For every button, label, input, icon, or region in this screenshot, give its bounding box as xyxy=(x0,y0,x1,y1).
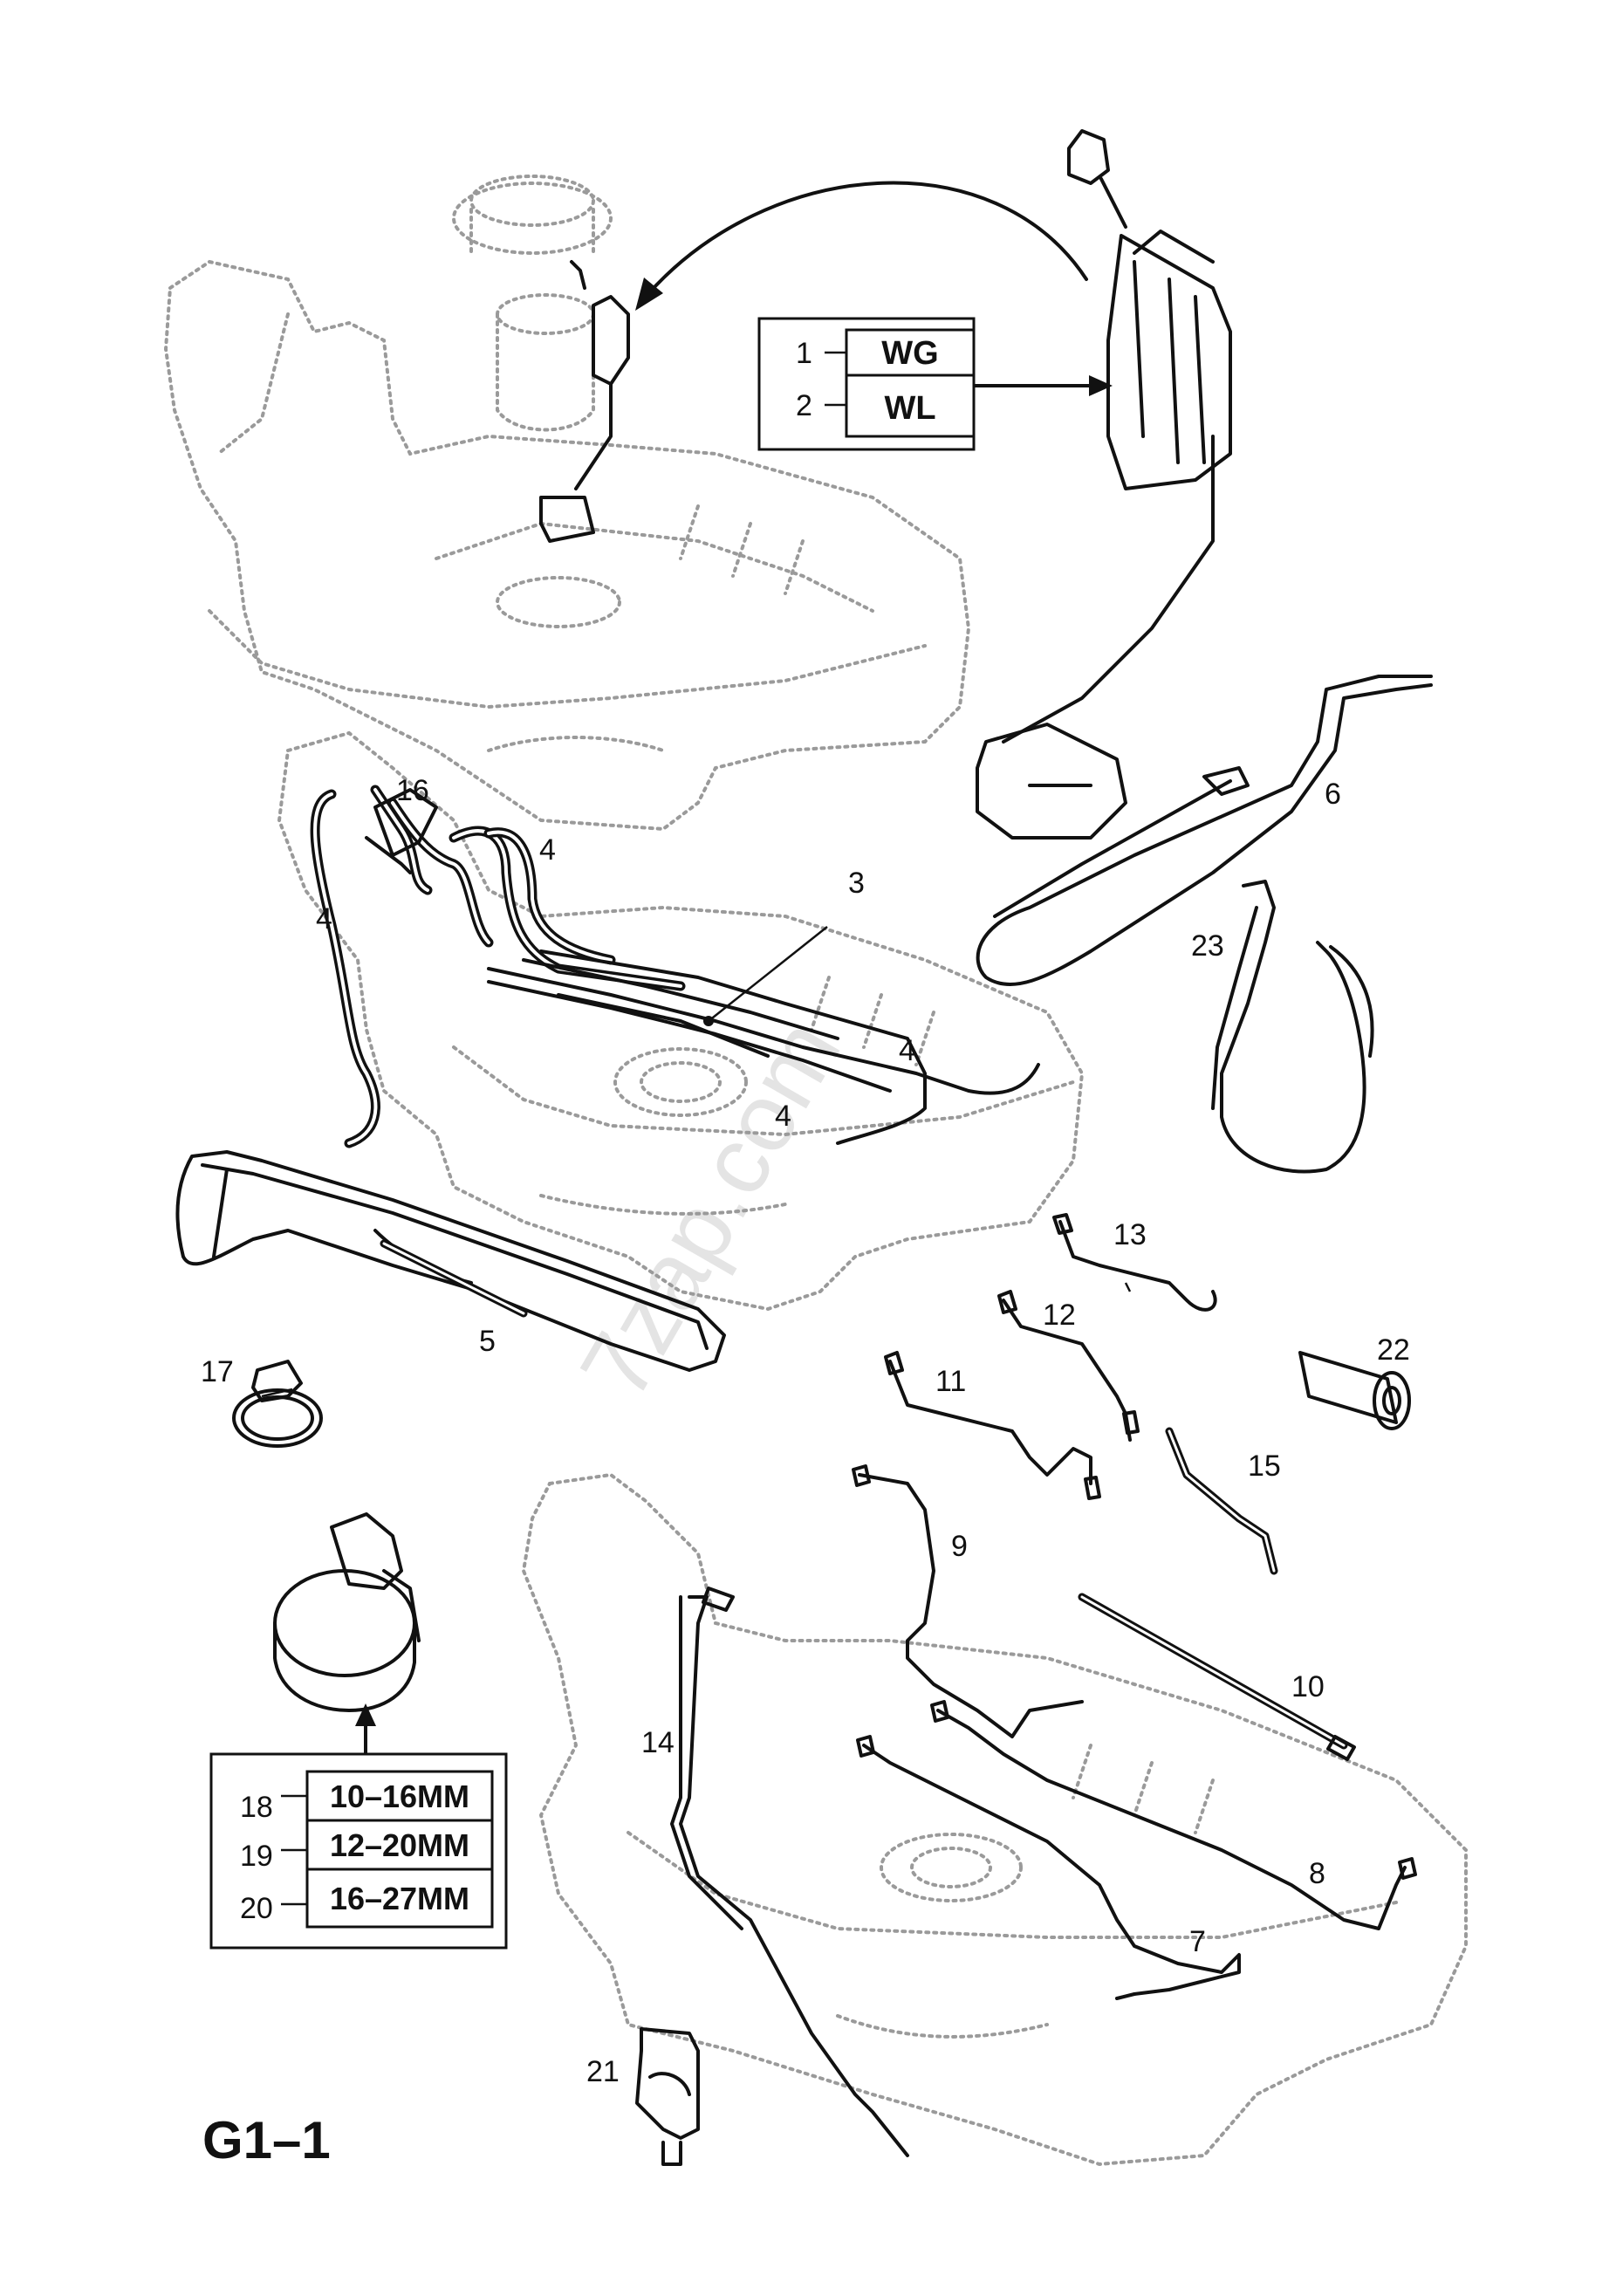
part-17-clamp xyxy=(232,1360,323,1448)
callout-3: 3 xyxy=(848,867,865,900)
part-22-sleeve xyxy=(1298,1351,1411,1430)
part-6-pipe xyxy=(976,675,1433,986)
part-11-pipe xyxy=(884,1351,1101,1500)
table-arrow xyxy=(972,375,1113,396)
upper-fuel-tank-outline xyxy=(163,175,971,832)
clamp-table-arrow xyxy=(355,1703,376,1756)
callout-4d: 4 xyxy=(775,1100,791,1133)
callout-5: 5 xyxy=(479,1325,496,1358)
sender-code-wl: WL xyxy=(884,390,935,427)
part-4-hoses xyxy=(310,785,686,1148)
callout-22: 22 xyxy=(1377,1333,1410,1367)
lower-fuel-tank-outline xyxy=(521,1472,1468,2167)
callout-4b: 4 xyxy=(316,902,332,936)
callout-4a: 4 xyxy=(539,833,556,867)
callout-14: 14 xyxy=(641,1726,675,1759)
part-7-pipe xyxy=(856,1735,1241,2000)
sender-item-2: 2 xyxy=(796,389,812,422)
curved-arrow xyxy=(635,181,1088,311)
clamp-size-12-20: 12–20MM xyxy=(330,1827,469,1863)
part-10-rod xyxy=(1078,1593,1356,1761)
clamp-size-10-16: 10–16MM xyxy=(330,1779,469,1814)
callout-12: 12 xyxy=(1043,1299,1076,1332)
callout-13: 13 xyxy=(1113,1218,1147,1251)
leader-lines xyxy=(261,926,1132,1398)
callout-8: 8 xyxy=(1309,1857,1325,1890)
part-9-pipe xyxy=(852,1464,1084,1738)
clamp-item-18: 18 xyxy=(240,1791,273,1824)
worm-drive-hose-clamp xyxy=(273,1512,421,1712)
fuel-level-sender-unit xyxy=(976,129,1232,840)
part-23-cable-tie xyxy=(1211,880,1374,1174)
callout-21: 21 xyxy=(586,2055,620,2088)
callout-10: 10 xyxy=(1291,1670,1325,1703)
sender-code-wg: WG xyxy=(881,335,938,372)
part-12-pipe xyxy=(997,1290,1140,1442)
part-16-clip xyxy=(365,788,438,874)
clamp-item-19: 19 xyxy=(240,1840,273,1873)
page-code: G1–1 xyxy=(202,2111,331,2169)
callout-17: 17 xyxy=(201,1355,234,1388)
callout-9: 9 xyxy=(951,1530,968,1563)
callout-7: 7 xyxy=(1189,1925,1206,1958)
sender-item-1: 1 xyxy=(796,337,812,370)
part-13-pipe xyxy=(1052,1213,1217,1312)
part-8-pipe xyxy=(930,1700,1417,1930)
clamp-size-table: 10–16MM 12–20MM 16–27MM 18 19 20 xyxy=(209,1752,508,1950)
clamp-size-16-27: 16–27MM xyxy=(330,1881,469,1916)
callout-11: 11 xyxy=(935,1365,967,1398)
in-tank-pump-module xyxy=(539,260,630,543)
part-15-hose xyxy=(1165,1427,1278,1575)
part-5-pipe xyxy=(175,1150,726,1372)
callout-16: 16 xyxy=(396,774,429,807)
callout-6: 6 xyxy=(1325,778,1341,811)
callout-23: 23 xyxy=(1191,929,1224,963)
callout-4c: 4 xyxy=(899,1034,915,1067)
part-14-pipe xyxy=(670,1587,909,2157)
part-3-pipe-bundle xyxy=(487,949,1040,1145)
sender-code-table: WG WL 1 2 xyxy=(757,317,976,451)
clamp-item-20: 20 xyxy=(240,1892,273,1925)
part-21-clip xyxy=(635,2027,700,2166)
callout-15: 15 xyxy=(1248,1450,1281,1483)
